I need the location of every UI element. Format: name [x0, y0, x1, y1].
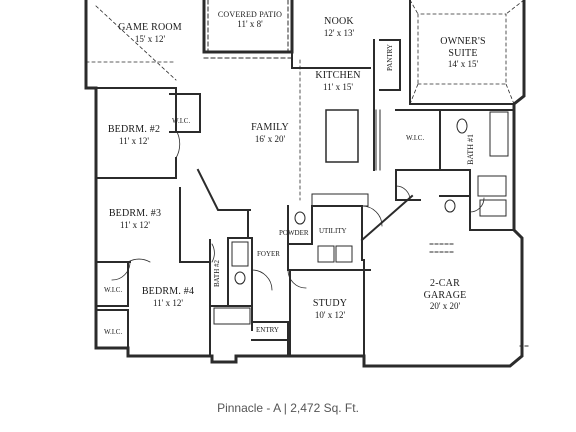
- room-dims: 20' x 20': [429, 301, 461, 311]
- label-wic-bedroom-3: W.I.C.: [104, 286, 123, 294]
- plan-caption: Pinnacle - A | 2,472 Sq. Ft.: [217, 401, 359, 415]
- label-pantry: PANTRY: [386, 44, 394, 71]
- room-name: COVERED PATIO: [217, 10, 283, 19]
- interior-walls: [95, 0, 515, 357]
- room-name: BEDRM. #3: [108, 208, 162, 219]
- room-family: FAMILY 16' x 20': [232, 122, 308, 144]
- door-swings: [111, 129, 485, 291]
- label-utility: UTILITY: [319, 227, 347, 235]
- room-dims: 11' x 12': [119, 135, 149, 146]
- fixtures: [213, 111, 509, 325]
- garage-marks: [429, 243, 531, 347]
- kitchen-island: [325, 109, 359, 163]
- room-name: STUDY: [312, 298, 348, 309]
- room-garage: 2-CAR GARAGE 20' x 20': [410, 278, 480, 311]
- room-dims: 10' x 12': [314, 309, 346, 320]
- room-dims: 12' x 13': [323, 27, 355, 38]
- label-wic-owner: W.I.C.: [406, 134, 425, 142]
- room-dims: 14' x 15': [447, 59, 479, 69]
- room-dims: 11' x 8': [237, 19, 263, 30]
- label-bath-1: BATH #1: [466, 134, 475, 165]
- room-bedroom-2: BEDRM. #2 11' x 12': [98, 124, 170, 146]
- room-kitchen: KITCHEN 11' x 15': [306, 70, 370, 92]
- room-dims: 15' x 12': [134, 33, 166, 44]
- room-dims: 11' x 12': [153, 297, 183, 308]
- room-name: GAME ROOM: [118, 22, 182, 33]
- room-owners-suite: OWNER'S SUITE 14' x 15': [428, 36, 498, 69]
- room-dims: 11' x 15': [323, 81, 353, 92]
- room-name: OWNER'S SUITE: [440, 36, 486, 59]
- patio-outline: [203, 0, 293, 59]
- room-dims: 11' x 12': [120, 219, 150, 230]
- fireplace: [311, 193, 369, 207]
- room-name: 2-CAR GARAGE: [423, 278, 467, 301]
- label-powder: POWDER: [279, 229, 309, 237]
- ceiling-lines: [85, 0, 525, 201]
- label-foyer: FOYER: [257, 250, 280, 258]
- room-game-room: GAME ROOM 15' x 12': [112, 22, 188, 44]
- room-dims: 16' x 20': [254, 133, 286, 144]
- room-bedroom-3: BEDRM. #3 11' x 12': [100, 208, 170, 230]
- room-name: BEDRM. #4: [141, 286, 195, 297]
- room-covered-patio: COVERED PATIO 11' x 8': [214, 10, 286, 30]
- room-nook: NOOK 12' x 13': [308, 16, 370, 38]
- room-name: NOOK: [324, 16, 354, 27]
- kitchen-counter: [375, 109, 381, 171]
- room-name: BEDRM. #2: [107, 124, 161, 135]
- room-name: KITCHEN: [315, 70, 361, 81]
- room-name: FAMILY: [251, 122, 289, 133]
- room-bedroom-4: BEDRM. #4 11' x 12': [132, 286, 204, 308]
- label-bath-2: BATH #2: [213, 260, 221, 288]
- label-wic-bedroom-2: W.I.C.: [172, 117, 191, 125]
- label-wic-bedroom-4: W.I.C.: [104, 328, 123, 336]
- label-entry: ENTRY: [256, 326, 279, 334]
- room-study: STUDY 10' x 12': [300, 298, 360, 320]
